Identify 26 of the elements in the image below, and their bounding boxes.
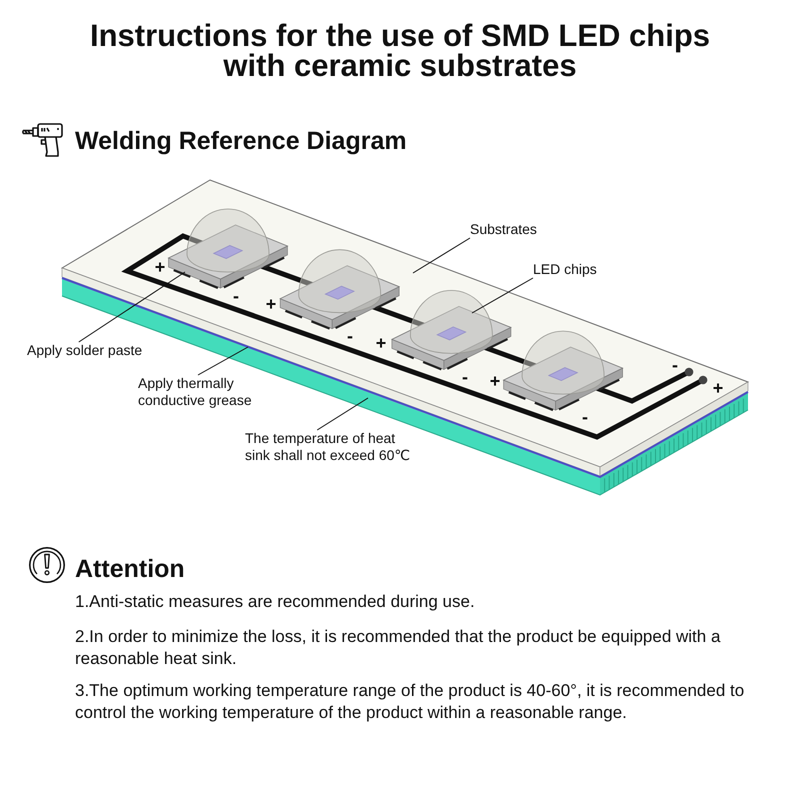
callout-label: LED chips	[533, 261, 597, 278]
callout-label: Apply solder paste	[27, 342, 142, 359]
leader-line	[198, 346, 248, 376]
polarity-sign: +	[154, 258, 166, 276]
polarity-sign: -	[347, 327, 353, 345]
polarity-sign: +	[376, 334, 386, 352]
title: Instructions for the use of SMD LED chips with ceramic substrates	[88, 21, 712, 81]
polarity-sign: +	[266, 295, 276, 313]
note-text: 2.In order to minimize the loss, it is recommended that the product be equipped with a reasonable heat sink.	[75, 626, 722, 670]
polarity-sign: -	[672, 356, 678, 374]
callout-label: Apply thermally conductive grease	[138, 375, 258, 409]
polarity-sign: -	[462, 368, 468, 386]
polarity-sign: -	[582, 408, 588, 426]
section-heading: Welding Reference Diagram	[75, 126, 407, 156]
section-heading: Attention	[75, 554, 185, 584]
note-text: 1.Anti-static measures are recommended during use.	[75, 591, 476, 613]
leader-line	[78, 272, 186, 342]
note-text: 3.The optimum working temperature range of the product is 40-60°, it is recommended to control the working temperature of the product within a reasonable range.	[75, 680, 746, 724]
polarity-sign: +	[712, 379, 724, 397]
leader-line	[316, 398, 368, 430]
leader-line	[412, 238, 470, 274]
polarity-sign: +	[490, 372, 500, 390]
polarity-sign: -	[233, 287, 239, 305]
callout-label: The temperature of heat sink shall not exceed 60℃	[245, 430, 417, 464]
callout-label: Substrates	[470, 221, 537, 238]
leader-line	[472, 278, 534, 314]
